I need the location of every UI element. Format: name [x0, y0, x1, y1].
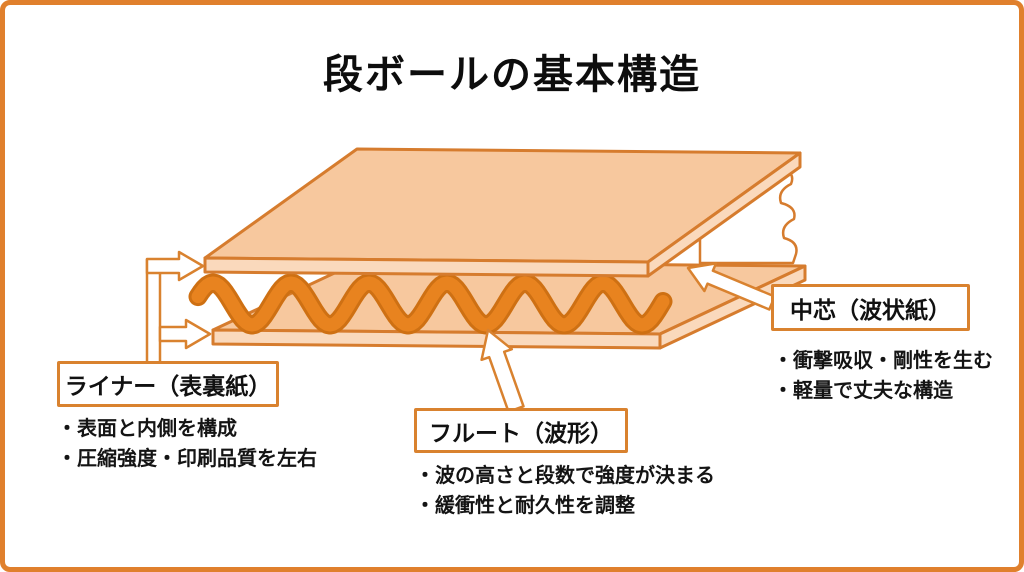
- top-liner-shape: [203, 147, 802, 278]
- liner-arrow-bottom: [158, 318, 212, 350]
- flute-arrow: [480, 328, 525, 413]
- core-arrow: [686, 262, 776, 311]
- flute-bullets: ・波の高さと段数で強度が決まる ・緩衝性と耐久性を調整: [415, 461, 715, 521]
- flute-wave-shape: [188, 273, 673, 335]
- bullet-line: ・表面と内側を構成: [57, 418, 237, 440]
- bullet-line: ・圧縮強度・印刷品質を左右: [57, 448, 317, 470]
- core-label: 中芯（波状紙）: [790, 296, 951, 323]
- flute-edge-shape: [698, 166, 798, 265]
- page-title: 段ボールの基本構造: [323, 53, 701, 97]
- core-bullets: ・衝撃吸収・剛性を生む ・軽量で丈夫な構造: [773, 346, 993, 406]
- liner-bullets: ・表面と内側を構成 ・圧縮強度・印刷品質を左右: [57, 414, 317, 474]
- bullet-line: ・緩衝性と耐久性を調整: [415, 495, 635, 517]
- bullet-line: ・軽量で丈夫な構造: [773, 380, 953, 402]
- flute-label-box: フルート（波形）: [414, 408, 628, 453]
- flute-label: フルート（波形）: [429, 419, 613, 446]
- core-label-box: 中芯（波状紙）: [771, 284, 970, 331]
- bullet-line: ・衝撃吸収・剛性を生む: [773, 350, 993, 372]
- liner-label-box: ライナー（表裏紙）: [57, 361, 279, 407]
- liner-arrow-top: [145, 250, 205, 282]
- liner-bracket: [145, 259, 162, 363]
- bullet-line: ・波の高さと段数で強度が決まる: [415, 465, 715, 487]
- liner-label: ライナー（表裏紙）: [64, 373, 272, 399]
